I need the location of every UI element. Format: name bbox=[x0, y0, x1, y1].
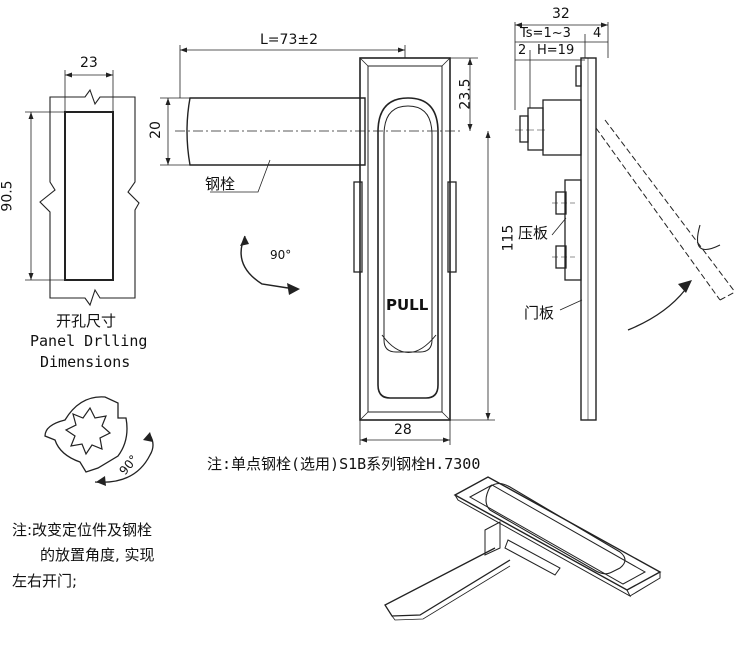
drill-width-dim: 23 bbox=[80, 55, 98, 71]
total-depth-dim: 32 bbox=[552, 6, 570, 22]
ts-dim: Ts=1~3 bbox=[520, 26, 571, 41]
offset-dim: 23.5 bbox=[457, 78, 474, 110]
press-plate-label: 压板 bbox=[518, 224, 549, 242]
length-dim: L=73±2 bbox=[260, 32, 318, 48]
handle-height-dim: 115 bbox=[500, 224, 517, 252]
isometric-view bbox=[384, 476, 662, 621]
drill-title-en-2: Dimensions bbox=[40, 353, 131, 371]
drill-title-cn: 开孔尺寸 bbox=[56, 312, 117, 330]
rotation-element bbox=[44, 396, 154, 486]
drilling-cutout bbox=[25, 70, 140, 307]
note2-line2: 的放置角度, 实现 bbox=[40, 546, 155, 564]
front-rotation-label: 90° bbox=[270, 248, 292, 262]
front-view-handle bbox=[160, 45, 495, 445]
bolt-note: 注:单点钢栓(选用)S1B系列钢栓H.7300 bbox=[207, 455, 481, 473]
h-dim: H=19 bbox=[537, 43, 575, 58]
handle-width-dim: 28 bbox=[394, 422, 412, 438]
note2-line3: 左右开门; bbox=[12, 572, 78, 590]
note2-line1: 注:改变定位件及钢栓 bbox=[12, 521, 153, 539]
drill-height-dim: 90.5 bbox=[0, 180, 16, 212]
pull-text: PULL bbox=[386, 296, 429, 314]
side-view bbox=[514, 22, 736, 421]
drill-title-en-1: Panel Drlling bbox=[30, 332, 148, 350]
bolt-diameter-dim: 20 bbox=[147, 121, 164, 139]
ts-right-dim: 4 bbox=[593, 26, 602, 41]
h-left-dim: 2 bbox=[518, 43, 527, 58]
bolt-label: 钢栓 bbox=[205, 175, 236, 193]
door-panel-label: 门板 bbox=[524, 304, 555, 322]
